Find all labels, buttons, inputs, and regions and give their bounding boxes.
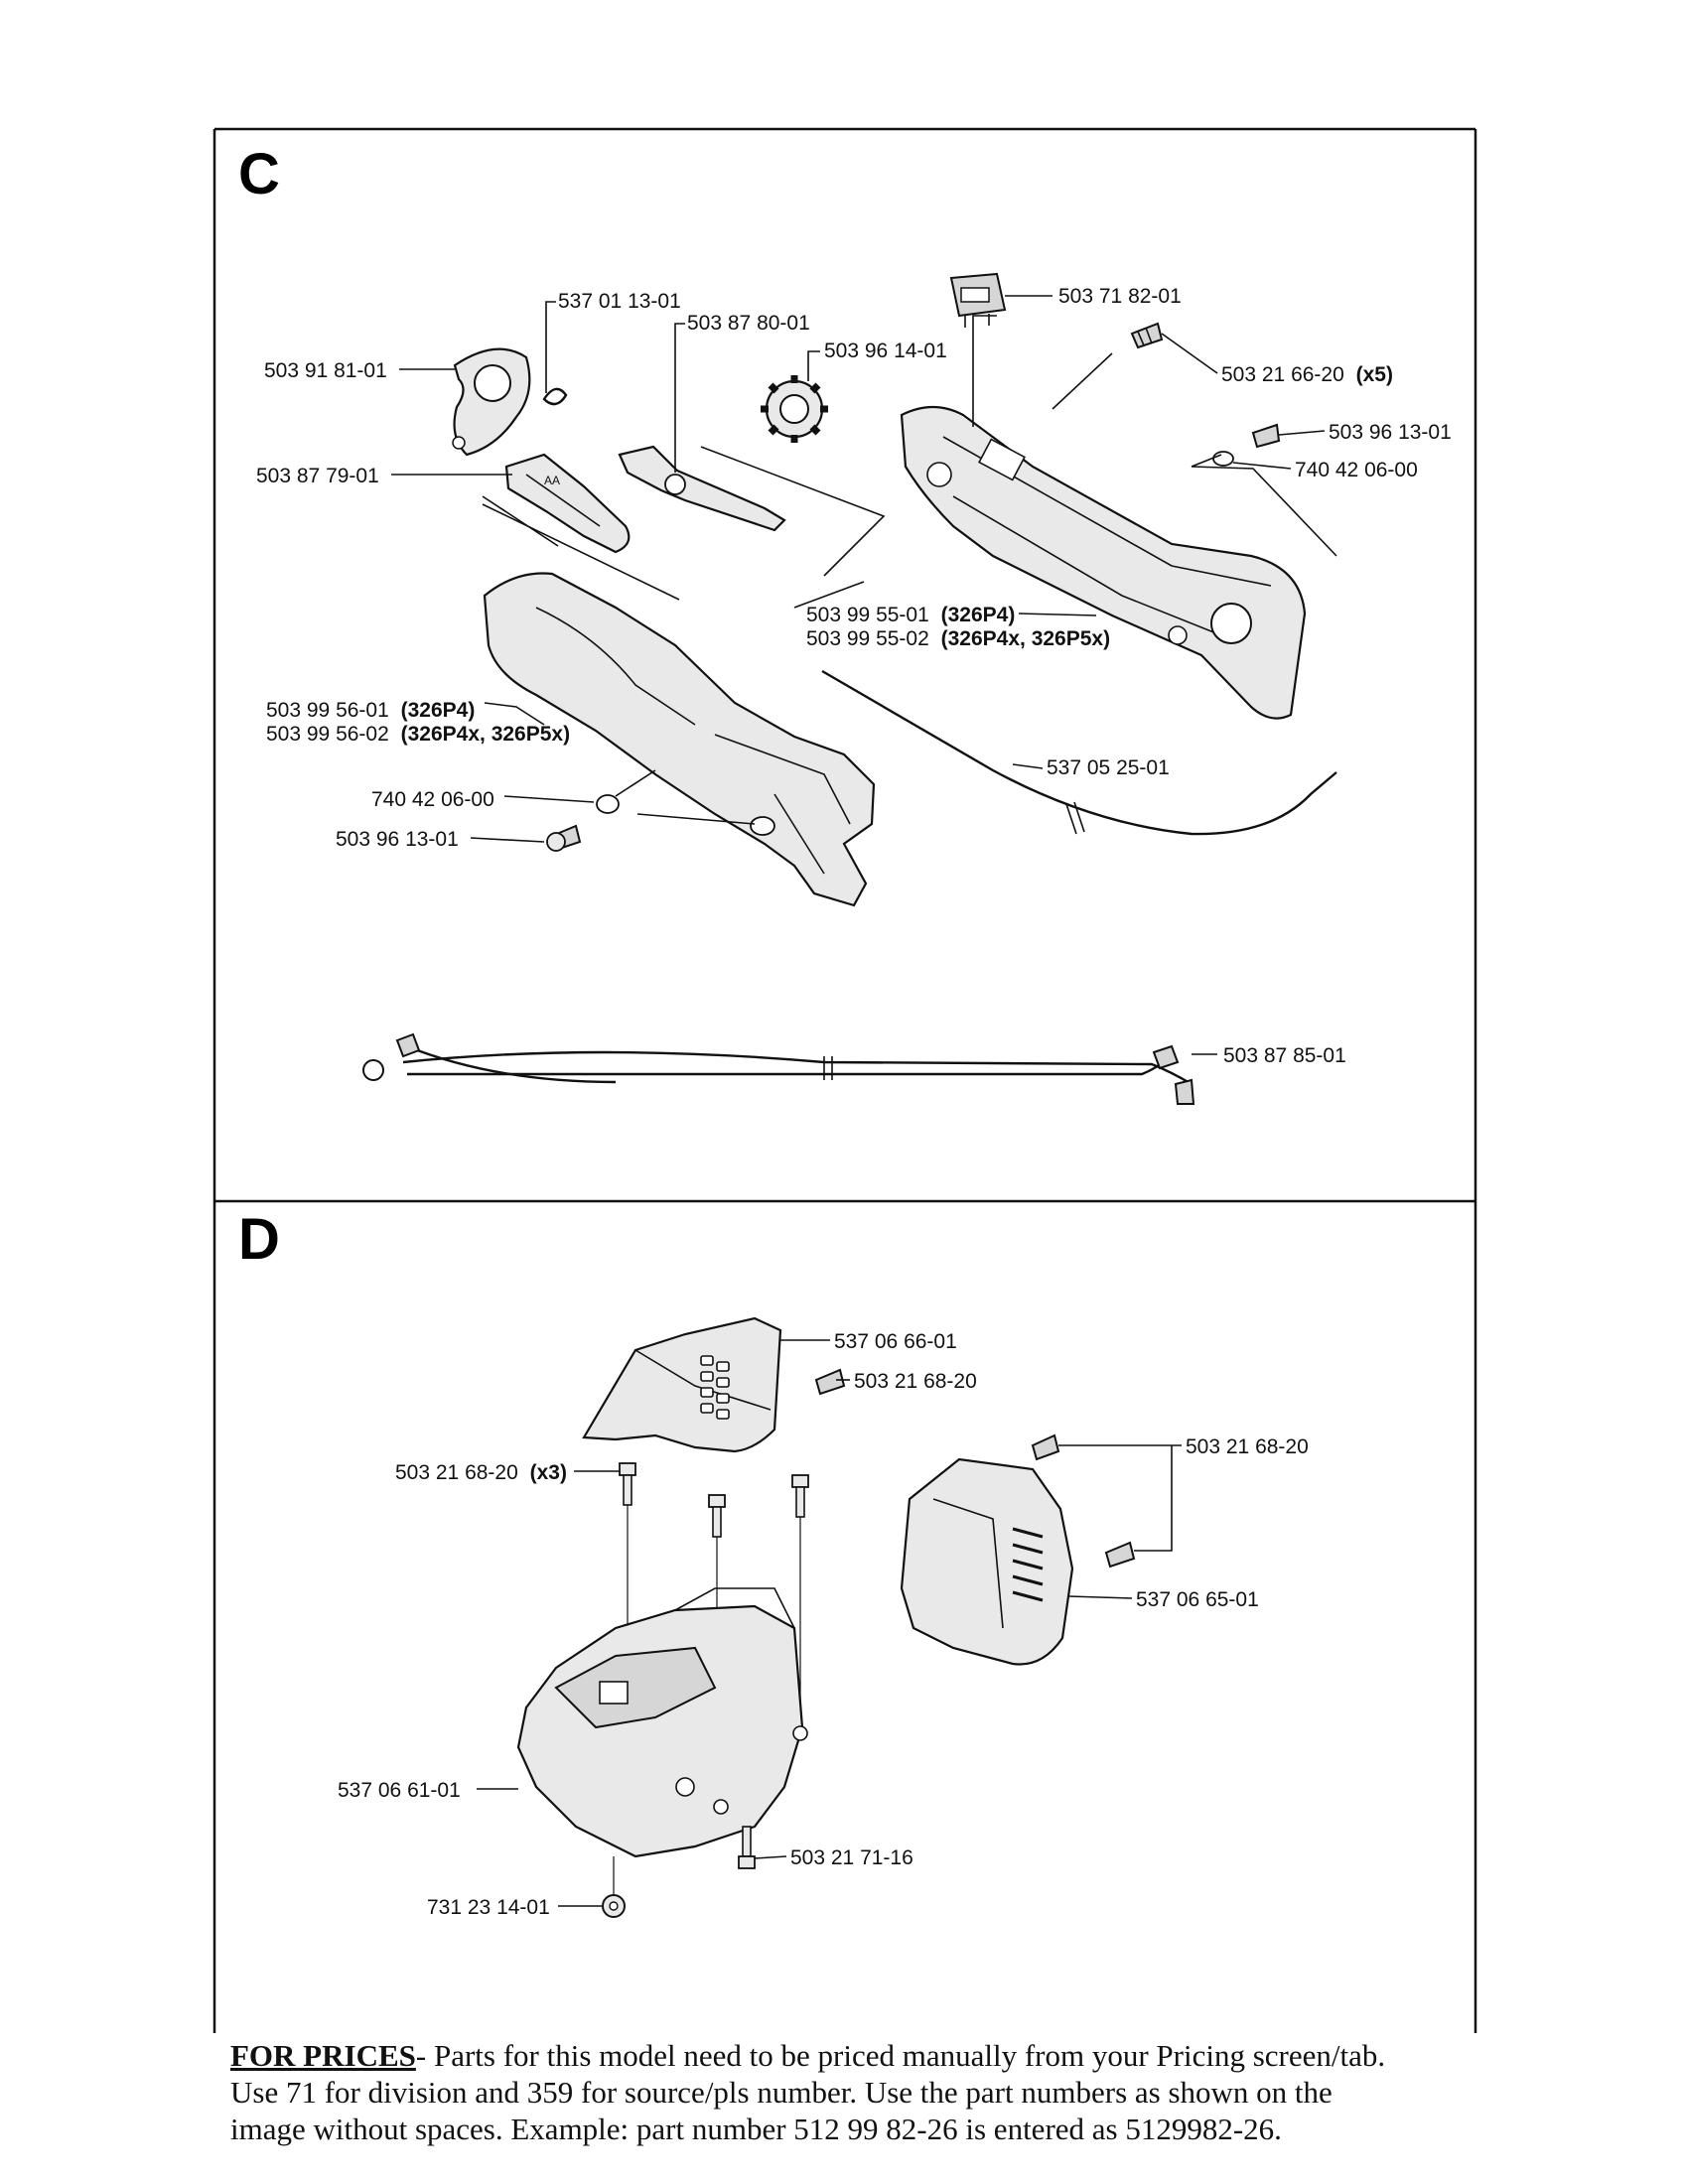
label-503-21-68-20-side: 503 21 68-20 [1186, 1435, 1309, 1458]
pricing-note-line-3: image without spaces. Example: part numb… [230, 2112, 1282, 2146]
handle-right-half-part [900, 405, 1307, 720]
screw-d-top [814, 1368, 846, 1396]
pricing-note-line-2: Use 71 for division and 359 for source/p… [230, 2075, 1333, 2110]
screw-d-bottom [738, 1826, 756, 1869]
label-731-23-14-01: 731 23 14-01 [427, 1896, 550, 1919]
label-503-99-55-02-number: 503 99 55-02 [806, 627, 929, 650]
label-503-87-80-01: 503 87 80-01 [687, 312, 810, 335]
handle-left-half-part [483, 572, 876, 907]
pricing-note-line-1: FOR PRICES- Parts for this model need to… [230, 2037, 1481, 2074]
label-503-99-55-01-model: (326P4) [941, 604, 1016, 626]
top-cover-part [582, 1316, 782, 1453]
label-537-06-65-01: 537 06 65-01 [1136, 1588, 1259, 1611]
pricing-note-line-1-text: - Parts for this model need to be priced… [415, 2038, 1386, 2073]
ignition-wire-part [362, 1032, 1195, 1105]
spring-part [542, 387, 568, 406]
pricing-note-heading: FOR PRICES [230, 2038, 416, 2073]
gear-part [761, 375, 828, 443]
bracket-part [452, 347, 531, 457]
screw-part-lower [546, 824, 582, 852]
screw-d-side-top [1031, 1433, 1060, 1461]
label-503-96-13-01-top: 503 96 13-01 [1329, 421, 1452, 444]
label-503-99-56-01-model: (326P4) [401, 699, 476, 722]
label-503-71-82-01: 503 71 82-01 [1058, 285, 1182, 308]
label-740-42-06-00-bottom: 740 42 06-00 [371, 788, 494, 811]
throttle-cable-part [821, 669, 1337, 836]
label-503-87-79-01: 503 87 79-01 [256, 465, 379, 487]
label-503-21-68-20-x3-number: 503 21 68-20 [395, 1461, 518, 1484]
pricing-note: FOR PRICES- Parts for this model need to… [230, 2037, 1481, 2147]
washer-part [1212, 451, 1234, 467]
throttle-lever-part [618, 445, 786, 532]
label-537-06-66-01: 537 06 66-01 [834, 1330, 957, 1353]
label-503-21-68-20-x3-qty: (x3) [530, 1461, 567, 1484]
svg-text:AA: AA [544, 474, 560, 487]
label-503-21-68-20-top: 503 21 68-20 [854, 1370, 977, 1393]
label-503-99-56-02-model: (326P4x, 326P5x) [401, 723, 570, 746]
washer-part-lower [596, 794, 620, 814]
section-d-letter: D [238, 1207, 280, 1272]
label-503-99-56-01: 503 99 56-01 (326P4) [266, 699, 475, 722]
section-c-letter: C [238, 142, 280, 206]
section-d-parts [516, 1316, 1136, 1918]
leader-lines [391, 295, 1337, 1907]
screws-x3 [619, 1462, 809, 1727]
section-c-parts: AA [362, 272, 1337, 1105]
label-503-96-14-01: 503 96 14-01 [824, 340, 947, 362]
side-cover-part [900, 1457, 1074, 1666]
main-housing-part [516, 1587, 808, 1858]
label-537-05-25-01: 537 05 25-01 [1047, 756, 1170, 779]
label-503-99-55-02: 503 99 55-02 (326P4x, 326P5x) [806, 627, 1110, 650]
label-740-42-06-00-top: 740 42 06-00 [1295, 459, 1418, 481]
label-503-21-68-20-x3: 503 21 68-20 (x3) [395, 1461, 567, 1484]
label-503-21-71-16: 503 21 71-16 [790, 1846, 913, 1869]
label-503-87-85-01: 503 87 85-01 [1223, 1044, 1346, 1067]
switch-part [949, 272, 1007, 328]
label-503-99-55-01: 503 99 55-01 (326P4) [806, 604, 1015, 626]
label-503-99-56-02-number: 503 99 56-02 [266, 723, 389, 746]
diagram-frame [212, 127, 1477, 2033]
label-503-21-66-20-number: 503 21 66-20 [1221, 363, 1344, 386]
label-503-99-55-01-number: 503 99 55-01 [806, 604, 929, 626]
label-537-01-13-01: 537 01 13-01 [558, 290, 681, 313]
nut-part [602, 1856, 626, 1918]
label-503-21-66-20-qty: (x5) [1356, 363, 1393, 386]
label-503-99-55-02-model: (326P4x, 326P5x) [941, 627, 1110, 650]
label-503-99-56-01-number: 503 99 56-01 [266, 699, 389, 722]
screw-part [1130, 322, 1281, 449]
label-503-91-81-01: 503 91 81-01 [264, 359, 387, 382]
label-503-21-66-20: 503 21 66-20 (x5) [1221, 363, 1393, 386]
label-503-96-13-01-bottom: 503 96 13-01 [336, 828, 459, 851]
label-503-99-56-02: 503 99 56-02 (326P4x, 326P5x) [266, 723, 570, 746]
trigger-part: AA [504, 453, 631, 554]
label-537-06-61-01: 537 06 61-01 [338, 1779, 461, 1802]
screw-d-side-bottom [1104, 1541, 1136, 1569]
